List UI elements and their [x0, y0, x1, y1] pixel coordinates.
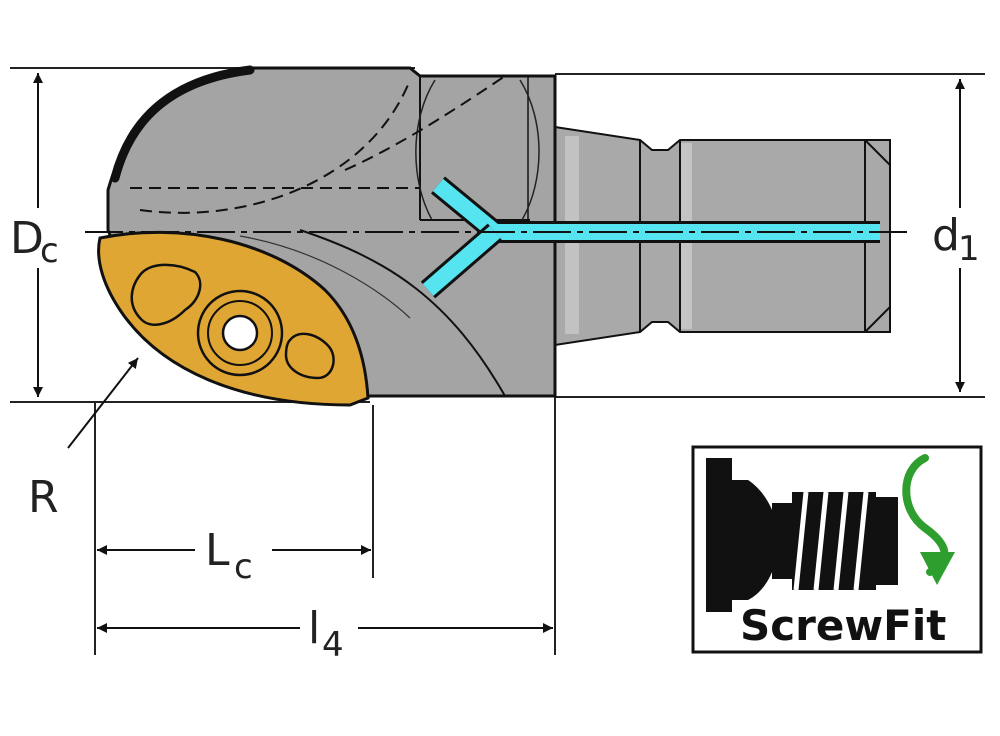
screw-fit-rotation-icon [706, 454, 955, 612]
dc-subscript: c [40, 231, 59, 271]
d1-label: d [932, 210, 960, 261]
l4-label: l [308, 603, 320, 654]
d1-subscript: 1 [958, 229, 980, 269]
cutting-insert [97, 230, 370, 407]
dim-dc: D c [10, 73, 59, 397]
dim-l4: l 4 [97, 603, 553, 665]
r-label: R [28, 472, 59, 523]
l4-subscript: 4 [322, 625, 344, 665]
dc-label: D [10, 213, 44, 264]
hidden-lines [130, 75, 506, 214]
dim-lc: L c [97, 525, 371, 587]
lc-subscript: c [234, 547, 253, 587]
lc-label: L [205, 525, 230, 576]
dim-r: R [28, 357, 139, 523]
dim-d1: d 1 [932, 79, 980, 392]
screwfit-badge: ScrewFit [691, 445, 983, 654]
screwfit-text: ScrewFit [740, 601, 946, 650]
